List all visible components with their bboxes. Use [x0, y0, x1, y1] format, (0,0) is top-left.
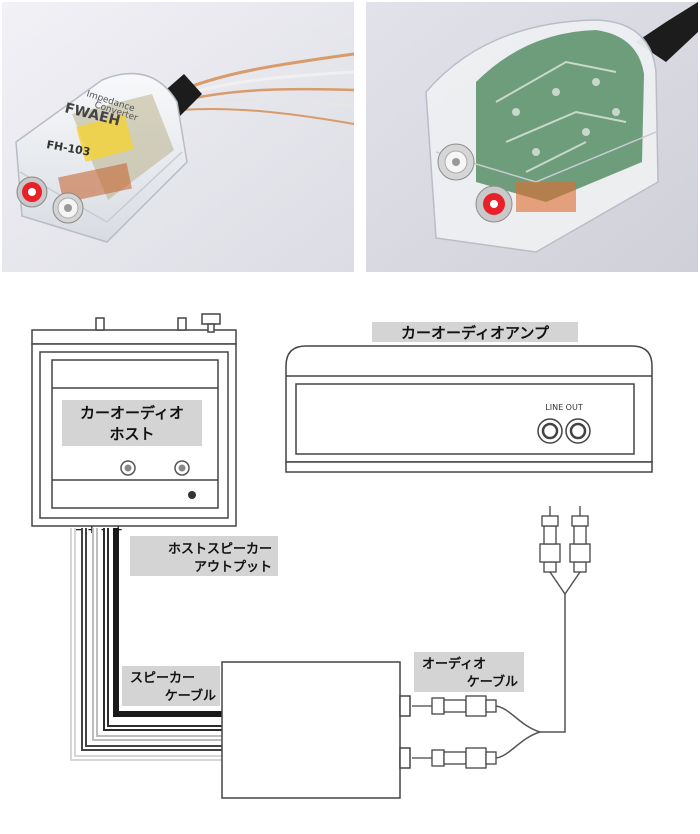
rca-jack-white [437, 143, 475, 181]
rca-plug-right-up [569, 506, 591, 573]
host-output-label-bg [130, 536, 278, 576]
audio-cable-label-line1: オーディオ [422, 656, 486, 672]
head-unit-knob-left [120, 460, 136, 476]
host-output-label-line2: アウトプット [194, 560, 272, 575]
line-out-label: LINE OUT [545, 403, 583, 412]
head-unit-knob-right [174, 460, 190, 476]
car-audio-amplifier [285, 345, 653, 473]
head-unit-label-line2: ホスト [109, 425, 154, 443]
head-unit-label-line1: カーオーディオ [80, 404, 184, 422]
amp-label: カーオーディオアンプ [401, 324, 550, 342]
speaker-wire-bundle [70, 528, 222, 761]
host-output-label-line1: ホストスピーカー [168, 542, 272, 557]
impedance-converter-box [221, 661, 411, 799]
wiring-diagram: カーオーディオ ホスト −+−+ カーオーディオアンプ LINE OUT ホスト… [31, 313, 653, 799]
converter-front-illustration: Impedance Converter FWAEH FH-103 [2, 2, 354, 272]
rca-plug-lower [412, 747, 497, 769]
photo-converter-front: Impedance Converter FWAEH FH-103 [2, 2, 354, 272]
cable-grommet [636, 2, 698, 62]
speaker-cable-label-bg [122, 666, 220, 706]
converter-pcb-illustration [366, 2, 698, 272]
head-unit-indicator [188, 491, 196, 499]
audio-cable-label-bg [414, 652, 524, 692]
rca-jack-white [52, 192, 84, 224]
pcb-board [476, 30, 644, 202]
photo-converter-pcb [366, 2, 698, 272]
line-out-jack-right [565, 418, 591, 444]
rca-jack-red [16, 176, 48, 208]
amp-label-bg [372, 322, 578, 342]
line-out-jack-left [537, 418, 563, 444]
audio-cable [495, 571, 581, 759]
speaker-cable-label-line1: スピーカー [130, 671, 195, 686]
audio-cable-label-line2: ケーブル [467, 674, 518, 690]
speaker-cable-label-line2: ケーブル [165, 688, 216, 704]
rca-plug-left-up [539, 506, 561, 573]
head-unit-label-bg [62, 400, 202, 446]
rca-jack-red [475, 185, 513, 223]
rca-plug-upper [412, 695, 497, 717]
